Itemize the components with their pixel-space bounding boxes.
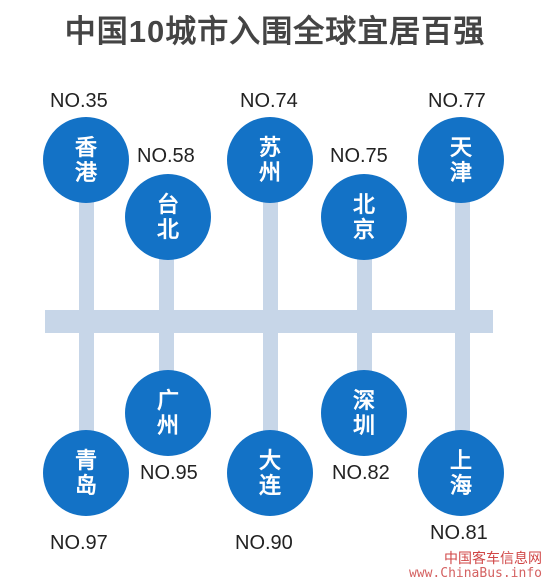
city-circle: 香港 — [43, 117, 129, 203]
rank-label: NO.58 — [137, 145, 195, 167]
rank-label: NO.82 — [332, 462, 390, 484]
rank-label: NO.97 — [50, 532, 108, 554]
connector-bar — [45, 310, 493, 333]
city-circle: 深圳 — [321, 370, 407, 456]
city-circle: 大连 — [227, 430, 313, 516]
rank-label: NO.75 — [330, 145, 388, 167]
city-circle: 青岛 — [43, 430, 129, 516]
city-circle: 台北 — [125, 174, 211, 260]
rank-label: NO.74 — [240, 90, 298, 112]
city-circle: 上海 — [418, 430, 504, 516]
rank-label: NO.77 — [428, 90, 486, 112]
city-circle: 天津 — [418, 117, 504, 203]
watermark: 中国客车信息网 www.ChinaBus.info — [408, 550, 542, 581]
city-circle: 北京 — [321, 174, 407, 260]
city-circle: 广州 — [125, 370, 211, 456]
page-title: 中国10城市入围全球宜居百强 — [64, 14, 486, 49]
rank-label: NO.35 — [50, 90, 108, 112]
rank-label: NO.81 — [430, 522, 488, 544]
city-circle: 苏州 — [227, 117, 313, 203]
watermark-title: 中国客车信息网 — [444, 550, 542, 567]
rank-label: NO.90 — [235, 532, 293, 554]
watermark-url: www.ChinaBus.info — [408, 565, 542, 581]
rank-label: NO.95 — [140, 462, 198, 484]
